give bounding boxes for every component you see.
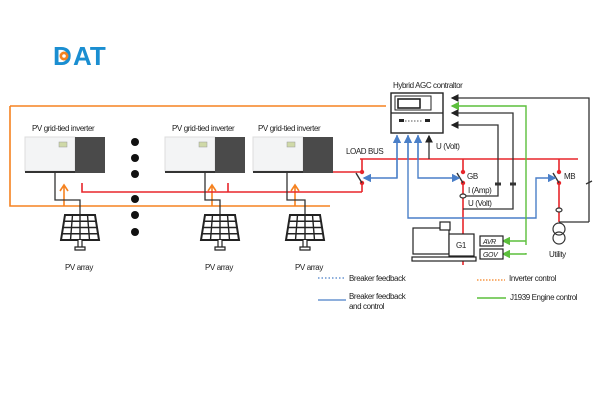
utility-transformer-icon <box>552 222 566 245</box>
pv-array-1-label: PV array <box>65 263 93 272</box>
inverter-3-label: PV grid-tied inverter <box>258 124 321 133</box>
orange-arrow-1 <box>59 183 69 206</box>
ct-sensor-utility <box>555 207 563 213</box>
engine-block <box>412 227 450 255</box>
alternator-box <box>448 233 475 257</box>
engine-intake <box>439 221 451 231</box>
hybrid-agc-controller: Hybrid AGC contraltor <box>390 81 464 134</box>
pv-panel-icon <box>59 214 101 251</box>
gov-label: GOV <box>483 252 499 259</box>
u-volt-label: U (Volt) <box>436 142 460 151</box>
controller-port-1 <box>399 119 404 122</box>
avr-box <box>479 235 504 247</box>
generator-label: G1 <box>456 241 467 250</box>
pv-panel-icon <box>284 214 326 251</box>
inverter-1-body <box>24 136 76 172</box>
power-lines <box>81 158 578 265</box>
legend-label-breaker-feedback-control-2: and control <box>349 302 385 311</box>
gb-label: GB <box>467 172 478 181</box>
ct-sensor-gen <box>459 193 467 199</box>
inverter-3-base <box>253 171 303 173</box>
inverter-2-body <box>164 136 216 172</box>
load-bus-label: LOAD BUS <box>346 147 383 156</box>
blue-line-inverter-breaker <box>362 135 398 183</box>
inverter-2-base <box>165 171 215 173</box>
inverter-1-door <box>75 137 105 173</box>
controller-screen <box>397 98 421 109</box>
legend-label-inverter-control: Inverter control <box>509 274 557 283</box>
blue-line-mb <box>407 135 557 219</box>
inverter-2-label: PV grid-tied inverter <box>172 124 235 133</box>
pv-array-2-label: PV array <box>205 263 233 272</box>
mb-label: MB <box>564 172 575 181</box>
i-amp-label: I (Amp) <box>468 186 492 195</box>
inverter-1-base <box>25 171 75 173</box>
legend: Breaker feedback Breaker feedback and co… <box>318 274 578 311</box>
green-to-controller <box>450 101 527 245</box>
avr-label: AVR <box>482 239 496 246</box>
utility-measure-line <box>450 94 590 222</box>
inverter-3-door <box>303 137 333 173</box>
orange-arrow-2 <box>207 183 217 206</box>
inverter-3-display <box>286 141 296 148</box>
dat-logo: D AT <box>53 41 106 71</box>
inverter-3-body <box>252 136 304 172</box>
generator-g1: G1 AVR GOV <box>411 221 504 262</box>
inverter-2: PV grid-tied inverter <box>164 124 245 173</box>
inverter-3: PV grid-tied inverter <box>252 124 333 173</box>
ellipsis-dots <box>131 138 139 236</box>
inverter-feeder-line <box>81 183 362 193</box>
inverter-control-lines <box>9 105 386 207</box>
inverter-1-display <box>58 141 68 148</box>
orange-arrow-3 <box>290 183 300 206</box>
inverter-1: PV grid-tied inverter <box>24 124 105 173</box>
utility-break-mark <box>585 180 593 185</box>
inverter-2-display <box>198 141 208 148</box>
controller-port-2 <box>425 119 430 122</box>
green-to-gov <box>501 249 527 259</box>
i-amp-line <box>450 121 499 197</box>
legend-label-breaker-feedback-control-1: Breaker feedback <box>349 292 407 301</box>
u-volt-gen-line <box>450 109 514 210</box>
utility-label: Utility <box>549 250 566 259</box>
gov-box <box>479 248 504 260</box>
u-volt-gen-label: U (Volt) <box>468 199 492 208</box>
inverter-1-label: PV grid-tied inverter <box>32 124 95 133</box>
orange-bottom-line <box>9 106 330 207</box>
legend-label-breaker-feedback: Breaker feedback <box>349 274 407 283</box>
pv-panel-icon <box>199 214 241 251</box>
logo-text-at: AT <box>73 41 106 71</box>
engine-control-lines <box>450 101 527 259</box>
pv-dc-lines <box>54 171 306 215</box>
inverter-2-door <box>215 137 245 173</box>
legend-label-j1939: J1939 Engine control <box>510 293 578 302</box>
generator-skid <box>411 256 477 262</box>
breaker-feedback-lines <box>362 134 557 219</box>
pv-array-icons <box>59 214 326 251</box>
pv-array-3-label: PV array <box>295 263 323 272</box>
controller-title: Hybrid AGC contraltor <box>393 81 463 90</box>
measurement-lines <box>425 94 593 223</box>
logo-sun-center <box>62 54 66 58</box>
